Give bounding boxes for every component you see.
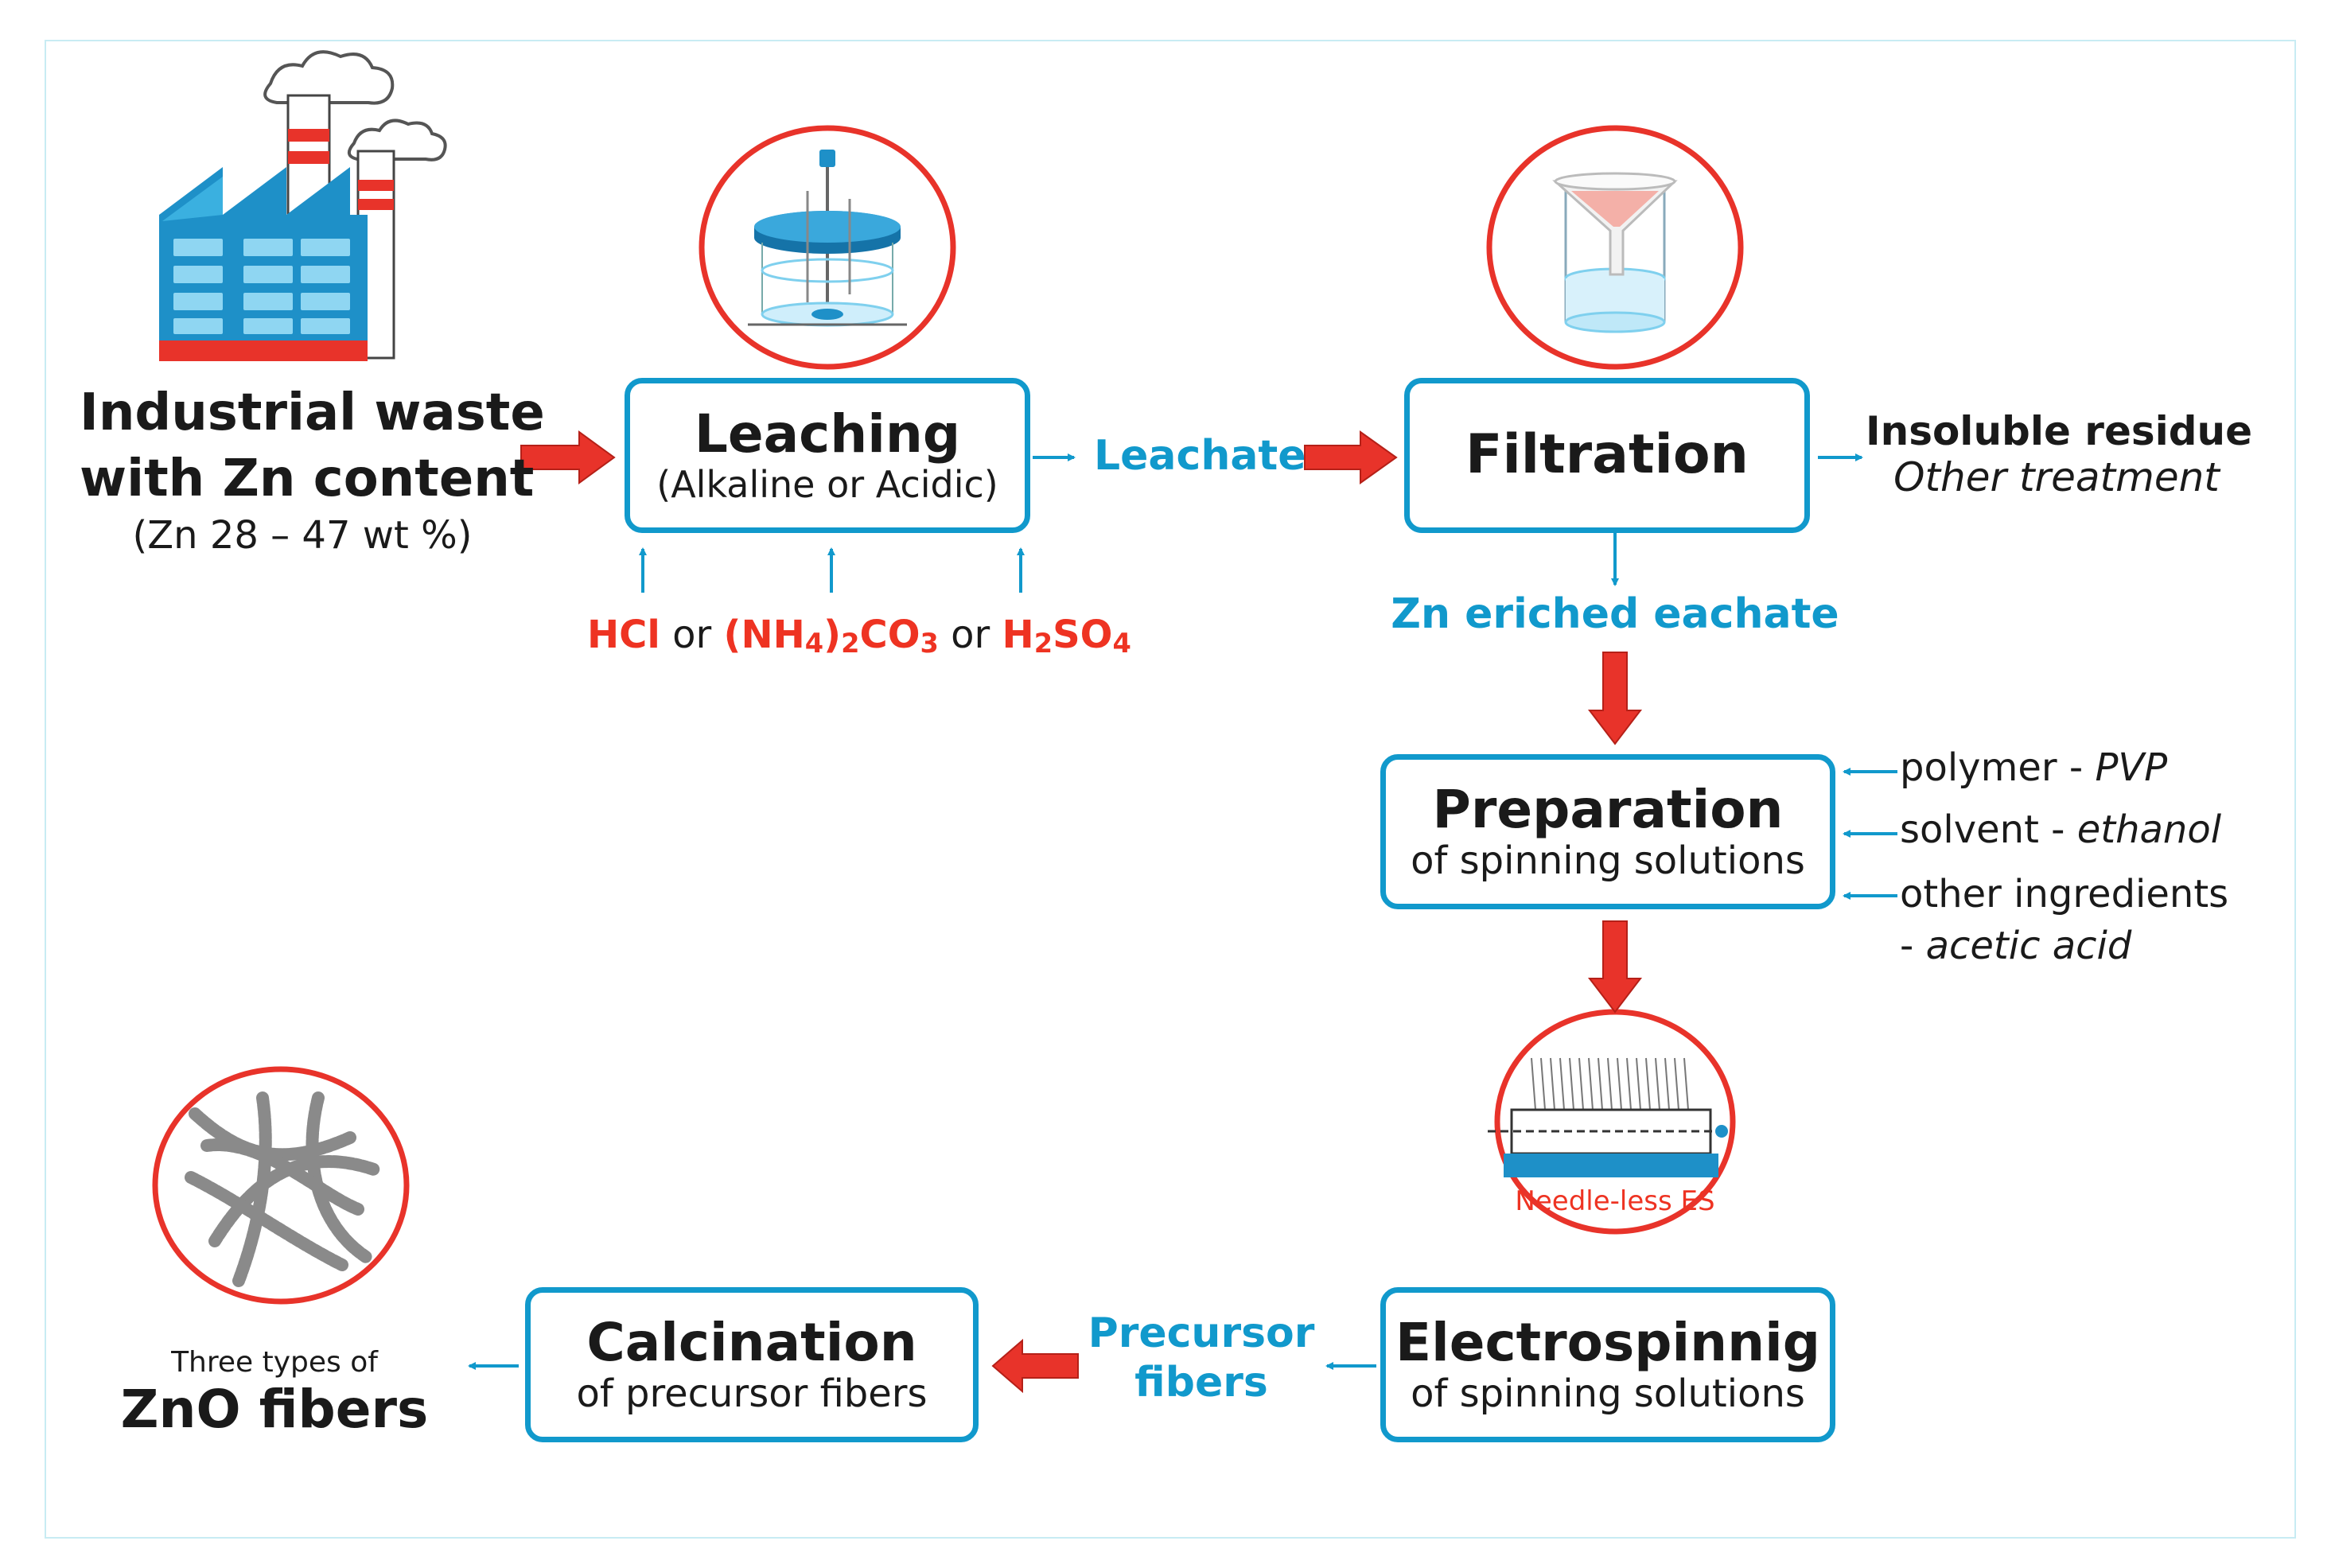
reagent-hcl: HCl <box>587 613 660 657</box>
diagram-frame <box>45 40 2296 1539</box>
residue-line2: Other treatment <box>1893 454 2220 500</box>
calcination-box[interactable]: Calcination of precursor fibers <box>525 1287 979 1442</box>
red-arrow-leachate-to-filtration <box>1304 430 1398 484</box>
leaching-subtitle: (Alkaline or Acidic) <box>656 463 998 506</box>
red-arrow-to-preparation <box>1587 652 1643 745</box>
preparation-title: Preparation <box>1432 778 1784 840</box>
red-flow-arrows <box>520 430 1643 1394</box>
product-label: Three types of ZnO fibers <box>119 1346 430 1440</box>
source-title-line2: with Zn content <box>80 449 535 509</box>
filtration-box[interactable]: Filtration <box>1404 378 1810 533</box>
input-other: other ingredients - acetic acid <box>1900 872 2229 968</box>
reagent-or-2: or <box>951 613 990 657</box>
calcination-title: Calcination <box>586 1311 917 1373</box>
preparation-box[interactable]: Preparation of spinning solutions <box>1380 754 1835 909</box>
electrospinning-title: Electrospinnig <box>1395 1311 1821 1373</box>
reagent-or-1: or <box>672 613 712 657</box>
electrospinning-subtitle: of spinning solutions <box>1411 1371 1805 1416</box>
reagent-ammonium-carbonate: (NH4)2CO3 <box>723 613 939 659</box>
factory-icon <box>159 50 447 361</box>
source-composition: (Zn 28 – 47 wt %) <box>132 513 473 558</box>
preparation-subtitle: of spinning solutions <box>1411 838 1805 883</box>
product-line1: Three types of <box>171 1346 378 1379</box>
product-line2: ZnO fibers <box>120 1379 429 1440</box>
leaching-title: Leaching <box>694 403 961 465</box>
residue-line1: Insoluble residue <box>1866 408 2253 454</box>
calcination-subtitle: of precursor fibers <box>576 1371 928 1416</box>
red-arrow-to-calcination <box>991 1338 1079 1394</box>
residue-label: Insoluble residue Other treatment <box>1866 408 2253 500</box>
blue-connectors <box>468 453 1897 1370</box>
filtration-title: Filtration <box>1465 423 1749 487</box>
red-arrow-waste-to-leaching <box>520 430 616 484</box>
leaching-reactor-icon <box>699 125 956 370</box>
needleless-es-label: Needle-less ES <box>1515 1185 1715 1217</box>
precursor-label: Precursor fibers <box>1088 1309 1315 1407</box>
leaching-box[interactable]: Leaching (Alkaline or Acidic) <box>625 378 1030 533</box>
input-polymer: polymer - PVP <box>1900 745 2168 790</box>
source-title-line1: Industrial waste <box>80 383 545 442</box>
leachate-label: Leachate <box>1094 432 1306 480</box>
input-solvent: solvent - ethanol <box>1900 807 2222 852</box>
filtration-funnel-icon <box>1486 125 1744 370</box>
electrospinning-box[interactable]: Electrospinnig of spinning solutions <box>1380 1287 1835 1442</box>
reagent-sulfuric-acid: H2SO4 <box>1002 613 1131 659</box>
red-arrow-to-electrospinning <box>1587 920 1643 1014</box>
zno-fibers-icon <box>152 1066 410 1305</box>
source-title: Industrial waste with Zn content <box>80 380 545 512</box>
zn-leachate-label: Zn eriched eachate <box>1391 590 1839 638</box>
reagents-row: HCl or (NH4)2CO3 or H2SO4 <box>587 613 1131 659</box>
